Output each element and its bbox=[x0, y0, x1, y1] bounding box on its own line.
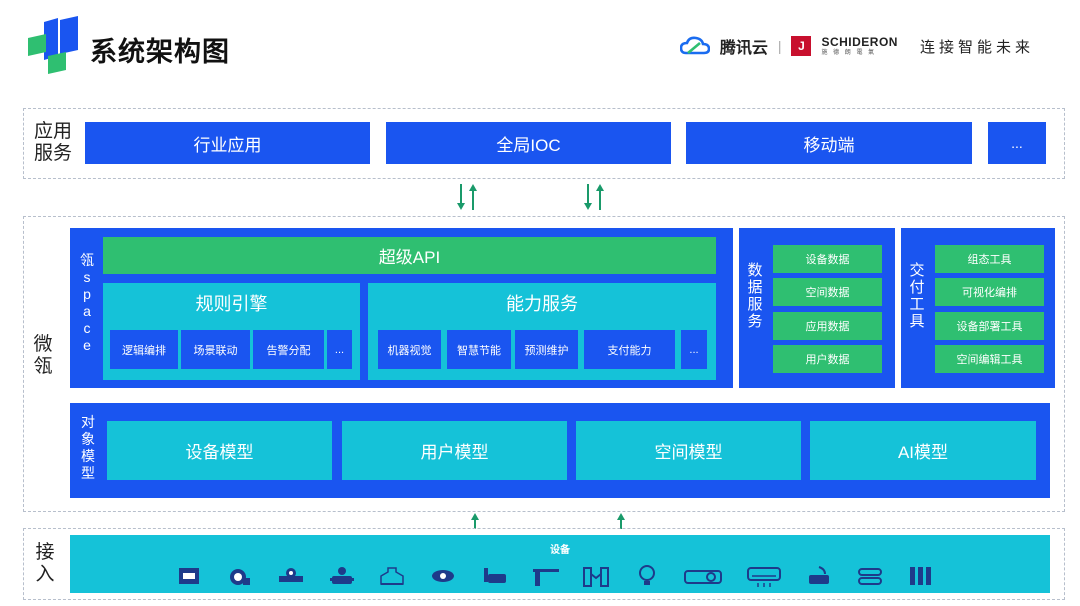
access-layer-label: 接入 bbox=[35, 542, 55, 585]
tool-config-item[interactable]: 组态工具 bbox=[935, 245, 1044, 273]
page-title: 系统架构图 bbox=[90, 37, 230, 67]
building-icon bbox=[380, 567, 405, 585]
cap-more-chip[interactable]: ... bbox=[681, 330, 707, 369]
data-service-label: 数据服务 bbox=[747, 262, 763, 330]
cap-payment-chip[interactable]: 支付能力 bbox=[584, 330, 675, 369]
schideron-sub: 施 德 朗 電 氣 bbox=[821, 50, 877, 56]
data-app-item[interactable]: 应用数据 bbox=[773, 312, 882, 340]
water-meter-icon bbox=[329, 567, 354, 584]
schideron-name: SCHIDERON bbox=[821, 35, 898, 49]
updown-arrow-icon bbox=[584, 184, 604, 210]
barrier-gate-icon bbox=[532, 569, 559, 586]
app-layer-label: 应用服务 bbox=[33, 121, 72, 164]
tencent-cloud-icon bbox=[679, 36, 710, 55]
light-bulb-icon bbox=[638, 565, 655, 585]
data-user-item[interactable]: 用户数据 bbox=[773, 345, 882, 373]
dome-camera-icon bbox=[432, 570, 455, 582]
tool-deploy-item[interactable]: 设备部署工具 bbox=[935, 312, 1044, 340]
app-ioc-button[interactable]: 全局IOC bbox=[386, 122, 671, 164]
space-model-box[interactable]: 空间模型 bbox=[576, 421, 801, 480]
data-device-item[interactable]: 设备数据 bbox=[773, 245, 882, 273]
router-icon bbox=[809, 566, 830, 584]
access-layer-frame bbox=[23, 528, 1065, 600]
chip-icon bbox=[179, 568, 199, 584]
valve-icon bbox=[278, 568, 303, 582]
camera-dome-icon bbox=[229, 569, 250, 585]
app-mobile-button[interactable]: 移动端 bbox=[686, 122, 972, 164]
air-conditioner-icon bbox=[747, 567, 782, 587]
rule-more-chip[interactable]: ... bbox=[327, 330, 352, 369]
capability-title: 能力服务 bbox=[506, 294, 578, 314]
brand-tencent: 腾讯云 bbox=[719, 40, 768, 57]
device-icon-row bbox=[175, 563, 935, 589]
rule-logic-chip[interactable]: 逻辑编排 bbox=[110, 330, 178, 369]
user-model-box[interactable]: 用户模型 bbox=[342, 421, 567, 480]
rule-engine-title: 规则引擎 bbox=[195, 294, 268, 314]
sensor-icon bbox=[857, 568, 882, 585]
turnstile-icon bbox=[582, 567, 609, 587]
rule-alarm-chip[interactable]: 告警分配 bbox=[253, 330, 324, 369]
data-space-item[interactable]: 空间数据 bbox=[773, 278, 882, 306]
brand-logo-icon bbox=[28, 16, 78, 74]
app-industry-button[interactable]: 行业应用 bbox=[85, 122, 370, 164]
schideron-logo-icon: J bbox=[791, 36, 812, 56]
battery-icon bbox=[909, 567, 931, 585]
tool-space-edit-item[interactable]: 空间编辑工具 bbox=[935, 345, 1044, 373]
projector-icon bbox=[684, 570, 723, 584]
schideron-brand: SCHIDERON 施 德 朗 電 氣 bbox=[821, 36, 898, 56]
delivery-tools-label: 交付工具 bbox=[909, 262, 925, 330]
devices-label: 设备 bbox=[550, 545, 570, 556]
app-more-button[interactable]: ... bbox=[988, 122, 1046, 164]
up-arrow-icon bbox=[471, 513, 479, 529]
object-model-label: 对象模型 bbox=[81, 414, 95, 481]
tool-visual-item[interactable]: 可视化编排 bbox=[935, 278, 1044, 306]
weiling-frame bbox=[23, 216, 1065, 512]
super-api-bar[interactable]: 超级API bbox=[103, 237, 716, 274]
brand-separator: | bbox=[777, 38, 782, 54]
cap-energy-chip[interactable]: 智慧节能 bbox=[447, 330, 511, 369]
app-layer-frame bbox=[23, 108, 1065, 179]
weiling-label: 微瓴 bbox=[33, 334, 53, 377]
updown-arrow-icon bbox=[457, 184, 477, 210]
slogan: 连接智能未来 bbox=[919, 38, 1034, 56]
up-arrow-icon bbox=[617, 513, 625, 529]
device-model-box[interactable]: 设备模型 bbox=[107, 421, 332, 480]
rule-scene-chip[interactable]: 场景联动 bbox=[181, 330, 250, 369]
ai-model-box[interactable]: AI模型 bbox=[810, 421, 1036, 480]
cap-maintenance-chip[interactable]: 预测维护 bbox=[515, 330, 578, 369]
cap-vision-chip[interactable]: 机器视觉 bbox=[378, 330, 441, 369]
brand-bar: 腾讯云 | J SCHIDERON 施 德 朗 電 氣 连接智能未来 bbox=[679, 34, 1034, 58]
bullet-camera-icon bbox=[484, 568, 507, 583]
